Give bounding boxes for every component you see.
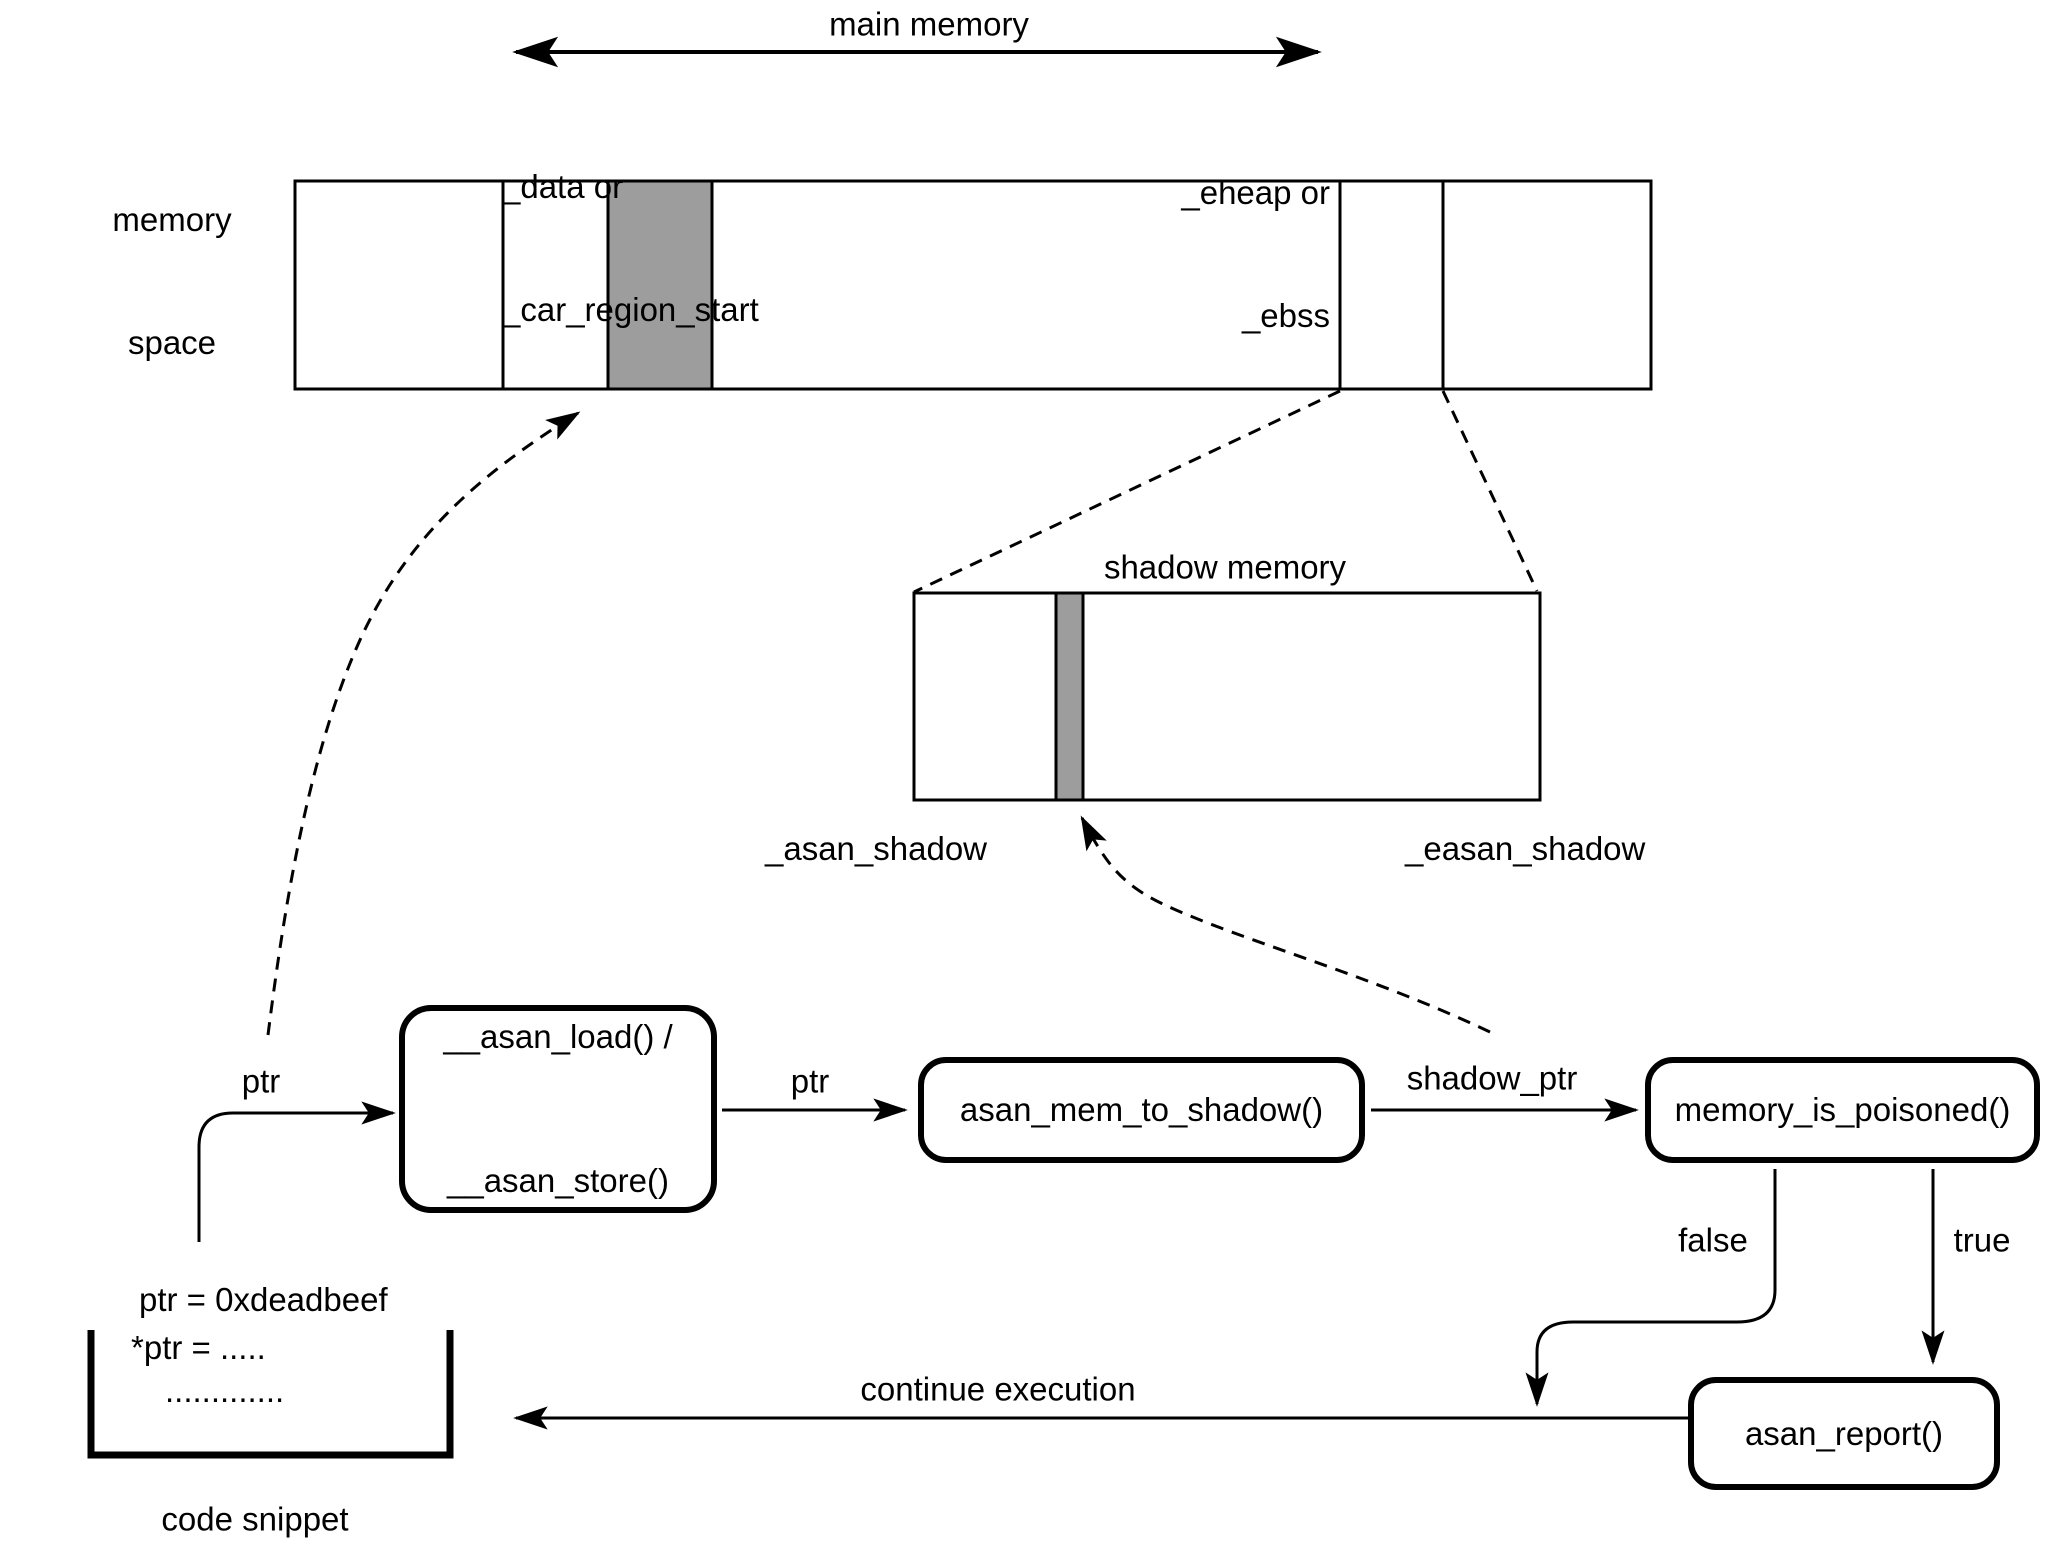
ptr-edge-label-2: ptr — [790, 1062, 830, 1100]
main-memory-title: main memory — [829, 5, 1029, 43]
code-line-1: ptr = 0xdeadbeef — [139, 1281, 388, 1318]
projection-line-right — [1441, 390, 1539, 592]
data-boundary-label: _data or _car_region_start — [502, 168, 759, 328]
shadow-ptr-edge-label: shadow_ptr — [1406, 1059, 1578, 1097]
shadow-memory-rect — [912, 591, 1542, 802]
shadow-memory-title: shadow memory — [1103, 548, 1347, 586]
false-branch-path — [1525, 1169, 1777, 1407]
asan-report-box: asan_report() — [1688, 1377, 2000, 1490]
code-snippet-caption: code snippet — [161, 1500, 349, 1538]
memory-is-poisoned-box: memory_is_poisoned() — [1645, 1057, 2040, 1163]
eheap-boundary-label: _eheap or _ebss — [1181, 174, 1330, 334]
dashed-arrow-to-shadow-memory — [1080, 815, 1491, 1034]
code-snippet-bracket — [87, 1330, 454, 1459]
projection-line-left — [913, 389, 1341, 594]
asan-shadow-label: _asan_shadow — [765, 830, 988, 867]
ptr-edge-label-1: ptr — [241, 1062, 281, 1100]
memory-space-label: memory space — [112, 201, 232, 361]
main-memory-shaded-segment — [606, 179, 714, 391]
false-branch-label: false — [1678, 1221, 1748, 1259]
code-line-3: ............. — [165, 1372, 285, 1409]
continue-execution-label: continue execution — [860, 1370, 1136, 1408]
code-line-2: *ptr = ..... — [131, 1329, 266, 1366]
easan-shadow-label: _easan_shadow — [1405, 830, 1646, 867]
main-memory-rect — [293, 179, 1653, 391]
asan-mem-to-shadow-box: asan_mem_to_shadow() — [918, 1057, 1365, 1163]
dashed-arrow-to-main-memory — [266, 411, 581, 1036]
arrow-code-to-load-store — [197, 1101, 396, 1242]
asan-load-store-box: __asan_load() / __asan_store() — [399, 1005, 717, 1213]
true-branch-label: true — [1953, 1221, 2011, 1259]
shadow-memory-shaded-segment — [1054, 591, 1085, 802]
